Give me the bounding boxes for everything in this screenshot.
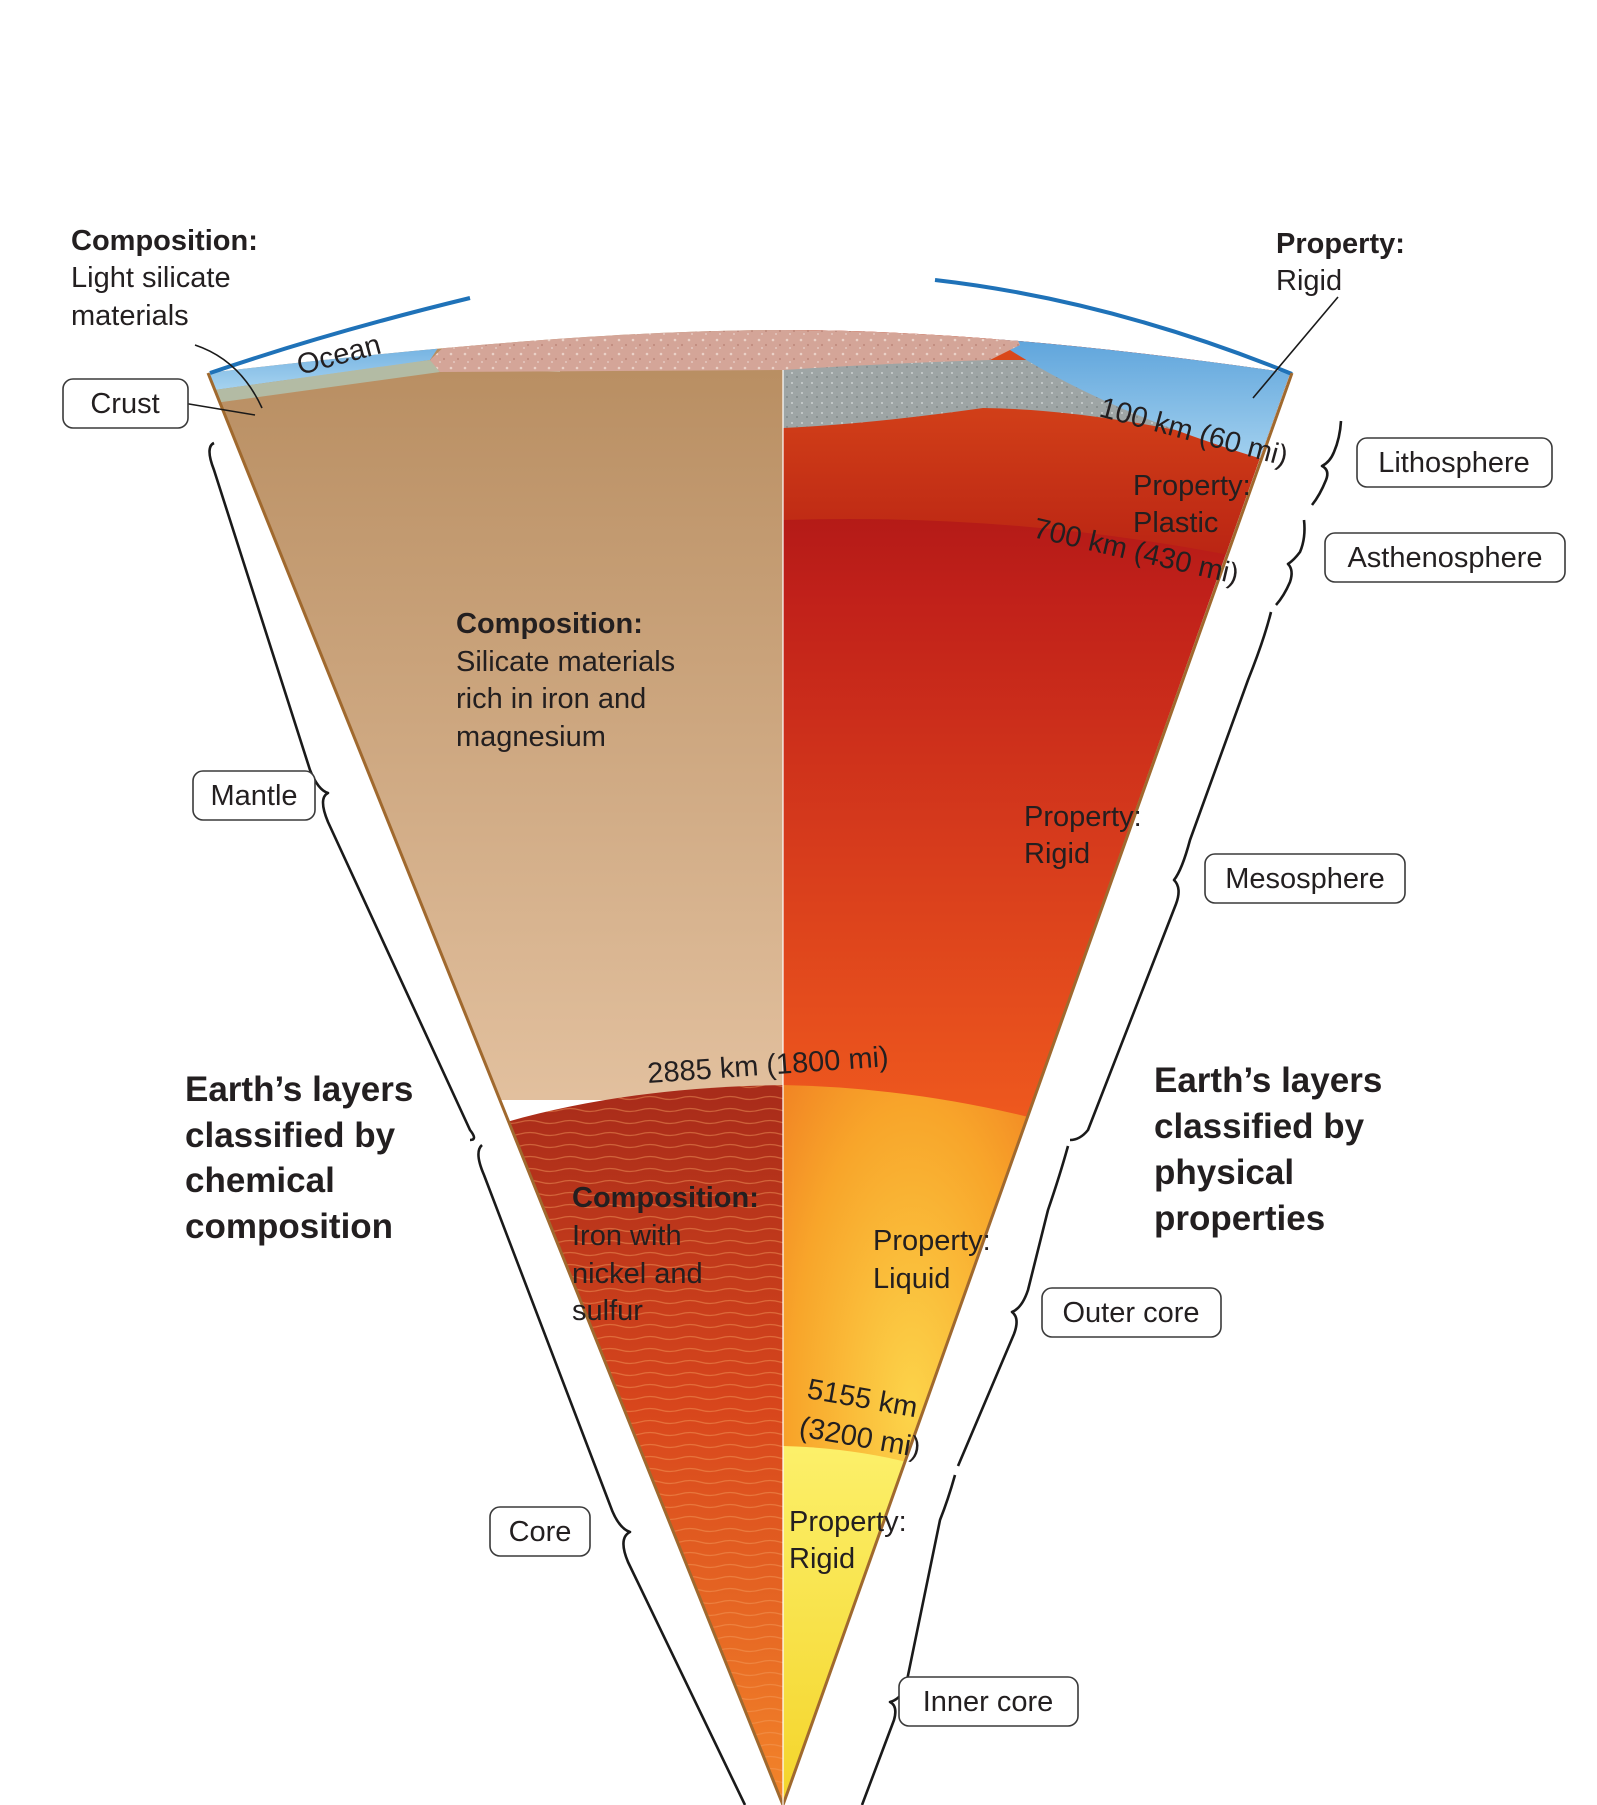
brace-asthenosphere: [1275, 519, 1306, 606]
outer-core-note-line1: Property:: [873, 1225, 991, 1257]
right-title-line2: classified by: [1154, 1107, 1365, 1146]
crust-label-box: Crust: [62, 378, 189, 429]
inner-core-label-box: Inner core: [898, 1676, 1079, 1727]
wedge-right-edge: [781, 372, 1294, 1805]
asthenosphere-label: Asthenosphere: [1347, 542, 1542, 574]
left-title-line1: Earth’s layers: [185, 1070, 413, 1109]
crust-note-line1: Light silicate: [71, 262, 231, 294]
brace-lithosphere: [1310, 420, 1343, 506]
mesosphere-property-note: Property: Rigid: [1024, 801, 1142, 870]
core-note-line1: Iron with: [572, 1220, 682, 1252]
physical-classification-title: Earth’s layers classified by physical pr…: [1154, 1061, 1382, 1238]
crust-label-leader: [182, 402, 256, 416]
brace-mantle: [208, 441, 476, 1142]
top-right-note-heading: Property:: [1276, 228, 1405, 260]
mantle-note-line2: rich in iron and: [456, 683, 646, 715]
crust-leader: [194, 344, 263, 409]
left-title-line2: classified by: [185, 1116, 396, 1155]
wedge-left-edge: [206, 372, 785, 1805]
mantle-composition-note: Composition: Silicate materials rich in …: [456, 608, 675, 753]
mantle-note-line1: Silicate materials: [456, 646, 675, 678]
left-title-line4: composition: [185, 1207, 393, 1246]
outer-core-property-note: Property: Liquid: [873, 1225, 991, 1295]
right-title-line3: physical: [1154, 1153, 1294, 1192]
left-title-line3: chemical: [185, 1161, 335, 1200]
chemical-half: [208, 330, 783, 1805]
oceanic-crust-strip: [208, 360, 440, 405]
core-label: Core: [509, 1516, 572, 1548]
mesosphere-label-box: Mesosphere: [1204, 853, 1406, 904]
mesosphere-label: Mesosphere: [1225, 863, 1385, 895]
core-note-line3: sulfur: [572, 1295, 643, 1327]
core-note-heading: Composition:: [572, 1182, 759, 1214]
inner-core-note-line2: Rigid: [789, 1543, 855, 1575]
outer-core-label-box: Outer core: [1041, 1287, 1222, 1338]
mesosphere-note-line2: Rigid: [1024, 838, 1090, 870]
inner-core-note-line1: Property:: [789, 1506, 907, 1538]
mantle-note-line3: magnesium: [456, 721, 606, 753]
core-note-line2: nickel and: [572, 1258, 703, 1290]
top-right-property-note: Property: Rigid: [1276, 228, 1405, 297]
lithosphere-label: Lithosphere: [1378, 447, 1530, 479]
asthenosphere-property-note: Property: Plastic: [1133, 470, 1251, 539]
crust-label: Crust: [90, 388, 159, 420]
chemical-classification-title: Earth’s layers classified by chemical co…: [185, 1070, 413, 1246]
right-title-line4: properties: [1154, 1199, 1325, 1238]
brace-inner-core: [860, 1474, 957, 1805]
mantle-label: Mantle: [210, 780, 297, 812]
right-title-line1: Earth’s layers: [1154, 1061, 1382, 1100]
brace-outer-core: [956, 1145, 1070, 1467]
crust-composition-note: Composition: Light silicate materials: [71, 225, 258, 332]
outer-core-note-line2: Liquid: [873, 1263, 950, 1295]
rigid-leader: [1252, 296, 1339, 399]
ocean-layer-right: [930, 330, 1290, 470]
mesosphere-note-line1: Property:: [1024, 801, 1142, 833]
mantle-note-heading: Composition:: [456, 608, 643, 640]
asthenosphere-label-box: Asthenosphere: [1324, 532, 1566, 583]
mantle-label-box: Mantle: [192, 770, 316, 821]
top-right-note-line1: Rigid: [1276, 265, 1342, 297]
brace-core: [477, 1144, 747, 1805]
core-label-box: Core: [489, 1506, 591, 1557]
core-composition-note: Composition: Iron with nickel and sulfur: [572, 1182, 759, 1327]
crust-note-line2: materials: [71, 300, 189, 332]
asthenosphere-note-line1: Property:: [1133, 470, 1251, 502]
inner-core-label: Inner core: [923, 1686, 1054, 1718]
lithosphere-label-box: Lithosphere: [1356, 437, 1553, 488]
ocean-surface-line: [209, 296, 471, 375]
crust-note-heading: Composition:: [71, 225, 258, 257]
ocean-surface-line-right: [934, 278, 1293, 376]
inner-core-region: [783, 1446, 930, 1805]
brace-mesosphere: [1069, 611, 1273, 1142]
asthenosphere-note-line2: Plastic: [1133, 507, 1218, 539]
inner-core-property-note: Property: Rigid: [789, 1506, 907, 1575]
outer-core-label: Outer core: [1063, 1297, 1200, 1329]
